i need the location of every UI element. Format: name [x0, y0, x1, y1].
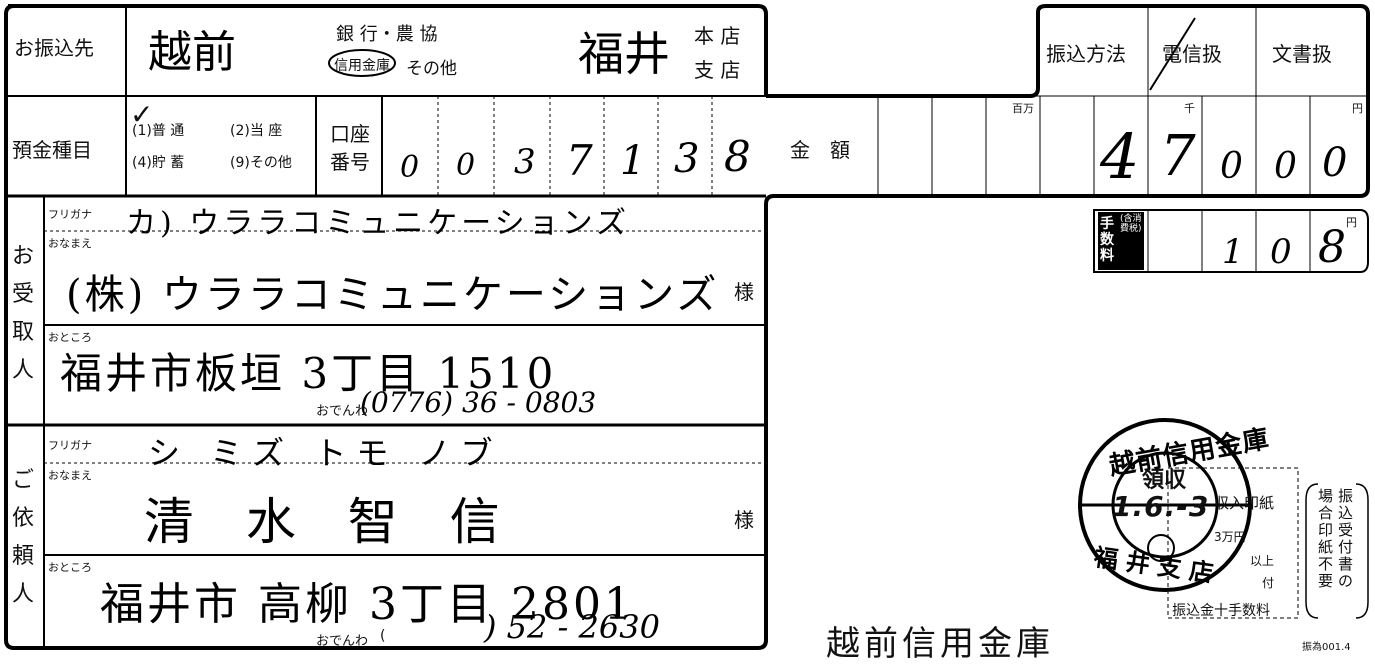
amount-digit: 0 [1322, 140, 1348, 186]
head-office-label: 本 店 [694, 24, 741, 48]
bank-type-line1: 銀 行・農 協 [336, 24, 438, 45]
revenue-stamp-note1: 3万円 [1214, 530, 1246, 544]
bank-stamp-date: 1.6.-3 [1112, 490, 1210, 523]
account-digit: 1 [620, 138, 646, 184]
account-digit: 7 [566, 136, 593, 185]
recipient-name: (株) ウララコミュニケーションズ [66, 272, 720, 318]
amount-unit-million: 百万 [1012, 102, 1034, 115]
fee-label-sub: (含消費税) [1120, 214, 1142, 234]
branch-office-label: 支 店 [694, 58, 741, 82]
fee-label: 手数料 [1100, 216, 1114, 264]
account-number-label-2: 番号 [330, 150, 370, 174]
requester-furigana-label: フリガナ [48, 439, 92, 452]
deposit-option-other: (9)その他 [230, 155, 292, 171]
receipt-note-line2: 場合印紙不要 [1318, 487, 1334, 590]
amount-label: 金 額 [790, 138, 850, 162]
bank-type-selected: 信用金庫 [334, 58, 390, 74]
account-digit: 3 [674, 136, 700, 182]
recipient-honorific: 様 [734, 280, 754, 304]
fee-digit: 1 [1222, 232, 1244, 272]
deposit-option-savings: (4)貯 蓄 [132, 155, 185, 171]
amount-digit: 0 [1220, 146, 1243, 187]
account-digit: 0 [400, 150, 420, 185]
amount-unit-yen: 円 [1352, 102, 1363, 115]
recipient-name-label: おなまえ [48, 237, 92, 250]
requester-address: 福井市 高柳 3丁目 2801 [100, 579, 635, 630]
amount-digit: 4 [1100, 120, 1140, 193]
revenue-stamp-bottom: 振込金十手数料 [1172, 603, 1270, 619]
requester-phone-label: おでんわ [316, 634, 369, 649]
transfer-method-document: 文書扱 [1272, 42, 1332, 66]
requester-furigana: シ ミズ トモ ノブ [148, 434, 503, 472]
recipient-side-label: お受取人 [11, 244, 34, 383]
deposit-check-mark: ✓ [130, 98, 154, 131]
branch-name: 福井 [578, 27, 670, 81]
requester-phone-open: ( [380, 628, 386, 644]
requester-honorific: 様 [734, 508, 754, 532]
requester-side-label: ご依頼人 [11, 468, 34, 607]
recipient-phone-label: おでんわ [316, 404, 369, 419]
deposit-type-label: 預金種目 [12, 138, 92, 162]
recipient-bank-label: お振込先 [14, 36, 94, 60]
transfer-method-label: 振込方法 [1046, 42, 1126, 66]
account-digit: 8 [724, 132, 751, 181]
fee-unit-yen: 円 [1346, 216, 1357, 229]
requester-name-label: おなまえ [48, 469, 92, 482]
requester-phone: ) 52 - 2630 [484, 608, 660, 646]
recipient-furigana-label: フリガナ [48, 208, 92, 221]
transfer-method-telegraph: 電信扱 [1162, 42, 1222, 66]
bank-type-other: その他 [406, 59, 457, 79]
bank-name: 越前 [148, 27, 236, 78]
revenue-stamp-note3: 付 [1262, 576, 1275, 590]
requester-name: 清 水 智 信 [144, 493, 518, 551]
footer-bank-name: 越前信用金庫 [826, 624, 1054, 664]
requester-address-label: おところ [48, 561, 92, 574]
bank-stamp-receipt: 領収 [1142, 468, 1187, 493]
amount-digit: 0 [1274, 146, 1297, 187]
recipient-phone: (0776) 36 - 0803 [360, 386, 597, 419]
revenue-stamp-label: 収入印紙 [1214, 494, 1275, 512]
fee-digit: 0 [1270, 232, 1292, 272]
fee-digit: 8 [1318, 222, 1346, 273]
recipient-address-label: おところ [48, 331, 92, 344]
receipt-note-line1: 振込受付書の [1338, 487, 1354, 590]
account-number-label-1: 口座 [330, 122, 370, 146]
amount-digit: 7 [1160, 124, 1196, 189]
deposit-option-ordinary: (1)普 通 [132, 123, 185, 139]
footer-form-code: 振為001.4 [1302, 642, 1351, 653]
deposit-option-current: (2)当 座 [230, 123, 283, 139]
amount-unit-thousand: 千 [1184, 102, 1195, 115]
bank-stamp-circle [1078, 418, 1252, 592]
recipient-furigana: カ) ウララコミュニケーションズ [126, 206, 631, 241]
account-digit: 0 [456, 148, 476, 183]
account-digit: 3 [514, 142, 536, 182]
recipient-address: 福井市板垣 3丁目 1510 [60, 349, 557, 398]
revenue-stamp-note2: 以上 [1250, 554, 1275, 568]
